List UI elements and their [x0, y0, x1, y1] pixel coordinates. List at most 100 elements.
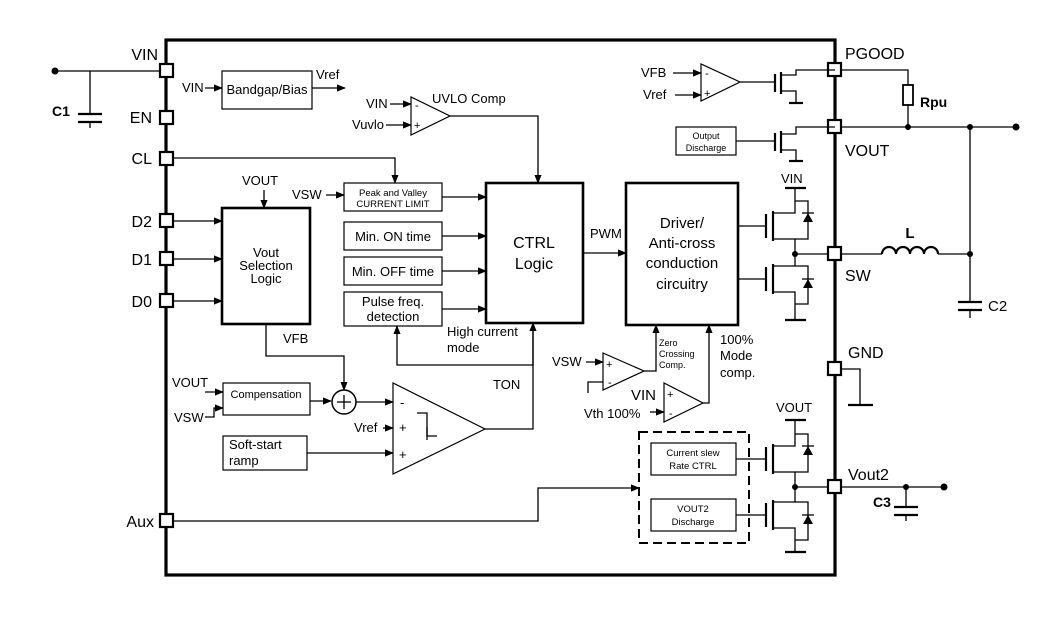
driver-label-2: Anti-cross	[649, 235, 716, 252]
soft-start-block: Soft-start ramp	[222, 435, 394, 471]
vout-rail: C2	[841, 123, 1020, 318]
vsw-limit-label: VSW	[292, 187, 322, 202]
pin-label-vout2: Vout2	[848, 467, 889, 484]
pwm-label: PWM	[590, 226, 622, 241]
pgood-pullup: Rpu	[841, 69, 947, 130]
vfb-label: VFB	[283, 331, 308, 346]
main-comp-plus-2: +	[399, 447, 407, 462]
low-side-mosfet	[738, 251, 828, 322]
zc-minus: -	[608, 377, 612, 389]
pin-label-d2: D2	[132, 214, 153, 231]
pin-label-vin: VIN	[131, 47, 158, 64]
pin-en	[158, 109, 175, 126]
timing-blocks: Min. ON time Min. OFF time Pulse freq. d…	[343, 221, 487, 327]
vout2-dis-label-1: VOUT2	[677, 504, 709, 515]
aux-signal-line	[173, 484, 640, 522]
pgood-vfb-label: VFB	[641, 65, 666, 80]
output-discharge-label-2: Discharge	[686, 143, 727, 153]
vout-sel-vout-label: VOUT	[242, 173, 278, 188]
bandgap-vref-label: Vref	[316, 67, 340, 82]
pin-d2	[158, 212, 175, 229]
driver-label-1: Driver/	[660, 215, 705, 232]
l-label: L	[905, 225, 914, 242]
pin-label-cl: CL	[132, 151, 153, 168]
pin-label-gnd: GND	[848, 345, 884, 362]
gnd-connection	[841, 368, 873, 407]
min-on-label: Min. ON time	[355, 229, 431, 244]
zc-label-3: Comp.	[659, 360, 686, 370]
hs-vin-label: VIN	[781, 171, 803, 186]
vout-sel-label-2: Selection	[239, 258, 292, 273]
c1-label: C1	[52, 103, 70, 119]
pin-label-d1: D1	[132, 252, 153, 269]
pin-label-aux: Aux	[126, 514, 154, 531]
driver-label-3: conduction	[646, 255, 719, 272]
pin-labels: VIN EN CL D2 D1 D0 Aux PGOOD VOUT SW GND…	[126, 46, 904, 531]
ctrl-label-1: CTRL	[513, 235, 555, 252]
pin-label-pgood: PGOOD	[845, 46, 905, 63]
main-comp-plus-1: +	[399, 420, 407, 435]
vref-amp-label: Vref	[354, 420, 378, 435]
pin-label-sw: SW	[845, 268, 872, 285]
vout2-load-switch-region: Current slew Rate CTRL VOUT2 Discharge V…	[638, 400, 828, 554]
ctrl-label-2: Logic	[515, 256, 553, 273]
high-side-mosfet: VIN	[738, 171, 814, 254]
ls-vout-label: VOUT	[776, 400, 812, 415]
compensation-block: Compensation VOUT VSW	[172, 375, 332, 425]
m100-plus: +	[667, 389, 673, 401]
output-discharge-block: Output Discharge	[675, 126, 835, 163]
vout-selection-logic-block: Vout Selection Logic VOUT VFB	[173, 173, 348, 391]
vout-sel-label-3: Logic	[250, 271, 282, 286]
comp-vsw-label: VSW	[174, 410, 204, 425]
pulse-label-1: Pulse freq.	[362, 294, 424, 309]
pin-d1	[158, 250, 175, 267]
pin-label-en: EN	[130, 110, 152, 127]
pin-d0	[158, 292, 175, 309]
slew-label-2: Rate CTRL	[669, 461, 717, 472]
main-comp-minus: -	[400, 395, 404, 410]
cl-signal-line	[173, 157, 399, 184]
pulse-label-2: detection	[367, 309, 420, 324]
zero-crossing-comparator: + - VSW Zero Crossing Comp.	[552, 324, 695, 393]
bandgap-bias-block: Bandgap/Bias VIN Vref	[182, 67, 346, 110]
rpu-label: Rpu	[920, 94, 947, 110]
slew-label-1: Current slew	[666, 448, 719, 459]
zc-label-1: Zero	[659, 338, 678, 348]
bandgap-vin-label: VIN	[182, 80, 204, 95]
output-discharge-label-1: Output	[692, 131, 720, 141]
vin-input-network: C1	[51, 67, 160, 128]
pin-label-vout: VOUT	[845, 143, 890, 160]
uvlo-plus: +	[414, 120, 420, 132]
mode-label-3: comp.	[720, 365, 755, 380]
pin-vout2	[826, 478, 843, 495]
ctrl-logic-block: CTRL Logic PWM High current mode	[393, 181, 627, 366]
m100-minus: -	[669, 408, 673, 420]
pgood-comparator: - + VFB Vref	[641, 63, 775, 102]
inductor-l: L	[841, 225, 970, 255]
min-off-label: Min. OFF time	[352, 264, 434, 279]
uvlo-minus: -	[415, 100, 419, 112]
peak-valley-current-limit-block: Peak and Valley CURRENT LIMIT VSW	[292, 182, 487, 212]
uvlo-comparator: - + UVLO Comp VIN Vuvlo	[352, 91, 542, 184]
pg-minus: -	[705, 68, 709, 80]
zc-vsw-label: VSW	[552, 354, 582, 369]
uvlo-vin-label: VIN	[366, 96, 388, 111]
main-comparator: - + + Vref TON	[354, 322, 537, 475]
pgood-mosfet	[773, 69, 835, 105]
driver-label-4: circuitry	[656, 276, 708, 293]
mode-label-1: 100%	[720, 332, 754, 347]
peak-valley-label-2: CURRENT LIMIT	[356, 199, 429, 210]
high-current-label-2: mode	[447, 340, 480, 355]
pin-aux	[158, 512, 175, 529]
comp-vout-label: VOUT	[172, 375, 208, 390]
high-current-label-1: High current	[447, 324, 518, 339]
bandgap-label: Bandgap/Bias	[227, 82, 308, 97]
compensation-label: Compensation	[231, 389, 302, 401]
vout-sel-label-1: Vout	[253, 245, 279, 260]
pin-label-d0: D0	[132, 294, 153, 311]
uvlo-vuvlo-label: Vuvlo	[352, 117, 384, 132]
pin-vin	[158, 62, 175, 79]
pin-cl	[158, 150, 175, 167]
c2-label: C2	[988, 298, 1007, 315]
